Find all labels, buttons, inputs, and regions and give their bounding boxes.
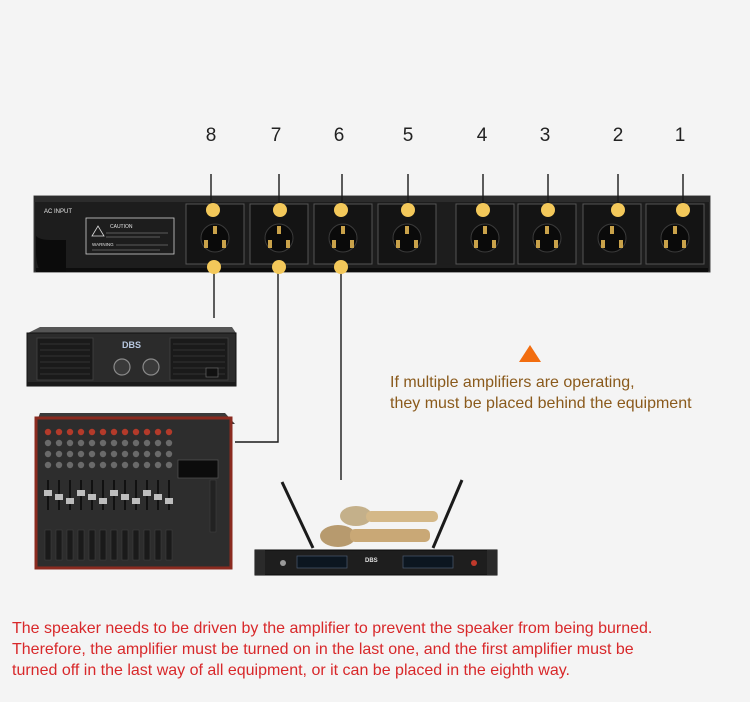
usage-note-line-1: The speaker needs to be driven by the am…: [12, 620, 653, 637]
outlet-number-7: 7: [270, 125, 282, 146]
amplifier-vent-left: [36, 337, 94, 381]
caution-icon: [91, 225, 105, 237]
connector-dot: [476, 203, 490, 217]
power-amplifier: DBS: [26, 327, 237, 387]
power-cable: [36, 236, 66, 272]
receiver-display-b: [402, 555, 454, 569]
connector-dot: [272, 260, 286, 274]
connector-dot: [334, 260, 348, 274]
mixer-channels: [44, 428, 173, 561]
mixer-channel-strip: [154, 428, 162, 561]
usage-note: The speaker needs to be driven by the am…: [12, 618, 747, 681]
mixer-channel-strip: [165, 428, 173, 561]
receiver-knob: [280, 560, 286, 566]
antenna-left: [280, 481, 315, 549]
line-to-mixer: [235, 267, 279, 443]
caution-title: CAUTION: [110, 224, 133, 230]
connector-dot: [207, 260, 221, 274]
microphone-left: [320, 525, 430, 547]
connector-dot: [611, 203, 625, 217]
warning-text: If multiple amplifiers are operating, th…: [390, 372, 692, 414]
connector-dot: [676, 203, 690, 217]
connector-dot: [401, 203, 415, 217]
connector-dot: [273, 203, 287, 217]
outlet-number-6: 6: [333, 125, 345, 146]
receiver-display-a: [296, 555, 348, 569]
mixer-channel-strip: [44, 428, 52, 561]
mixer-channel-strip: [132, 428, 140, 561]
outlet-number-3: 3: [539, 125, 551, 146]
outlet-number-8: 8: [205, 125, 217, 146]
outlet-number-2: 2: [612, 125, 624, 146]
connector-dot: [206, 203, 220, 217]
outlet-number-5: 5: [402, 125, 414, 146]
microphone-right: [340, 506, 438, 526]
connector-dots: [206, 203, 690, 274]
socket-group: [185, 203, 705, 265]
warning-line-2: they must be placed behind the equipment: [390, 395, 692, 412]
outlet-socket: [185, 203, 245, 265]
mixer-channel-strip: [88, 428, 96, 561]
usage-note-line-3: turned off in the last way of all equipm…: [12, 662, 570, 679]
amplifier-power-switch: [205, 367, 219, 378]
connector-dot: [334, 203, 348, 217]
mixer-channel-strip: [77, 428, 85, 561]
connector-dot: [541, 203, 555, 217]
amplifier-brand-logo: DBS: [122, 340, 141, 350]
outlet-socket: [645, 203, 705, 265]
warning-line-1: If multiple amplifiers are operating,: [390, 374, 635, 391]
mixer-channel-strip: [66, 428, 74, 561]
amplifier-knob-right: [142, 358, 160, 376]
mixer-display: [177, 459, 219, 479]
outlet-number-4: 4: [476, 125, 488, 146]
mixer-channel-strip: [143, 428, 151, 561]
wireless-receiver: DBS: [254, 479, 498, 576]
warning-triangle-icon: [519, 345, 541, 362]
amplifier-knob-left: [113, 358, 131, 376]
mixer-channel-strip: [121, 428, 129, 561]
receiver-power-button: [471, 560, 477, 566]
outlet-number-1: 1: [674, 125, 686, 146]
mixer-meter: [209, 479, 217, 533]
receiver-brand-logo: DBS: [365, 558, 378, 564]
mixer-channel-strip: [99, 428, 107, 561]
antenna-right: [431, 479, 464, 549]
caution-label: [85, 217, 175, 255]
ac-input-label: AC INPUT: [44, 209, 72, 215]
receiver-body: [254, 549, 498, 576]
mixer-channel-strip: [110, 428, 118, 561]
outlet-socket: [582, 203, 642, 265]
audio-mixer: [34, 413, 235, 570]
mixer-channel-strip: [55, 428, 63, 561]
connector-lines: [210, 174, 684, 480]
usage-note-line-2: Therefore, the amplifier must be turned …: [12, 641, 634, 658]
warning-title: WARNING: [92, 242, 114, 247]
